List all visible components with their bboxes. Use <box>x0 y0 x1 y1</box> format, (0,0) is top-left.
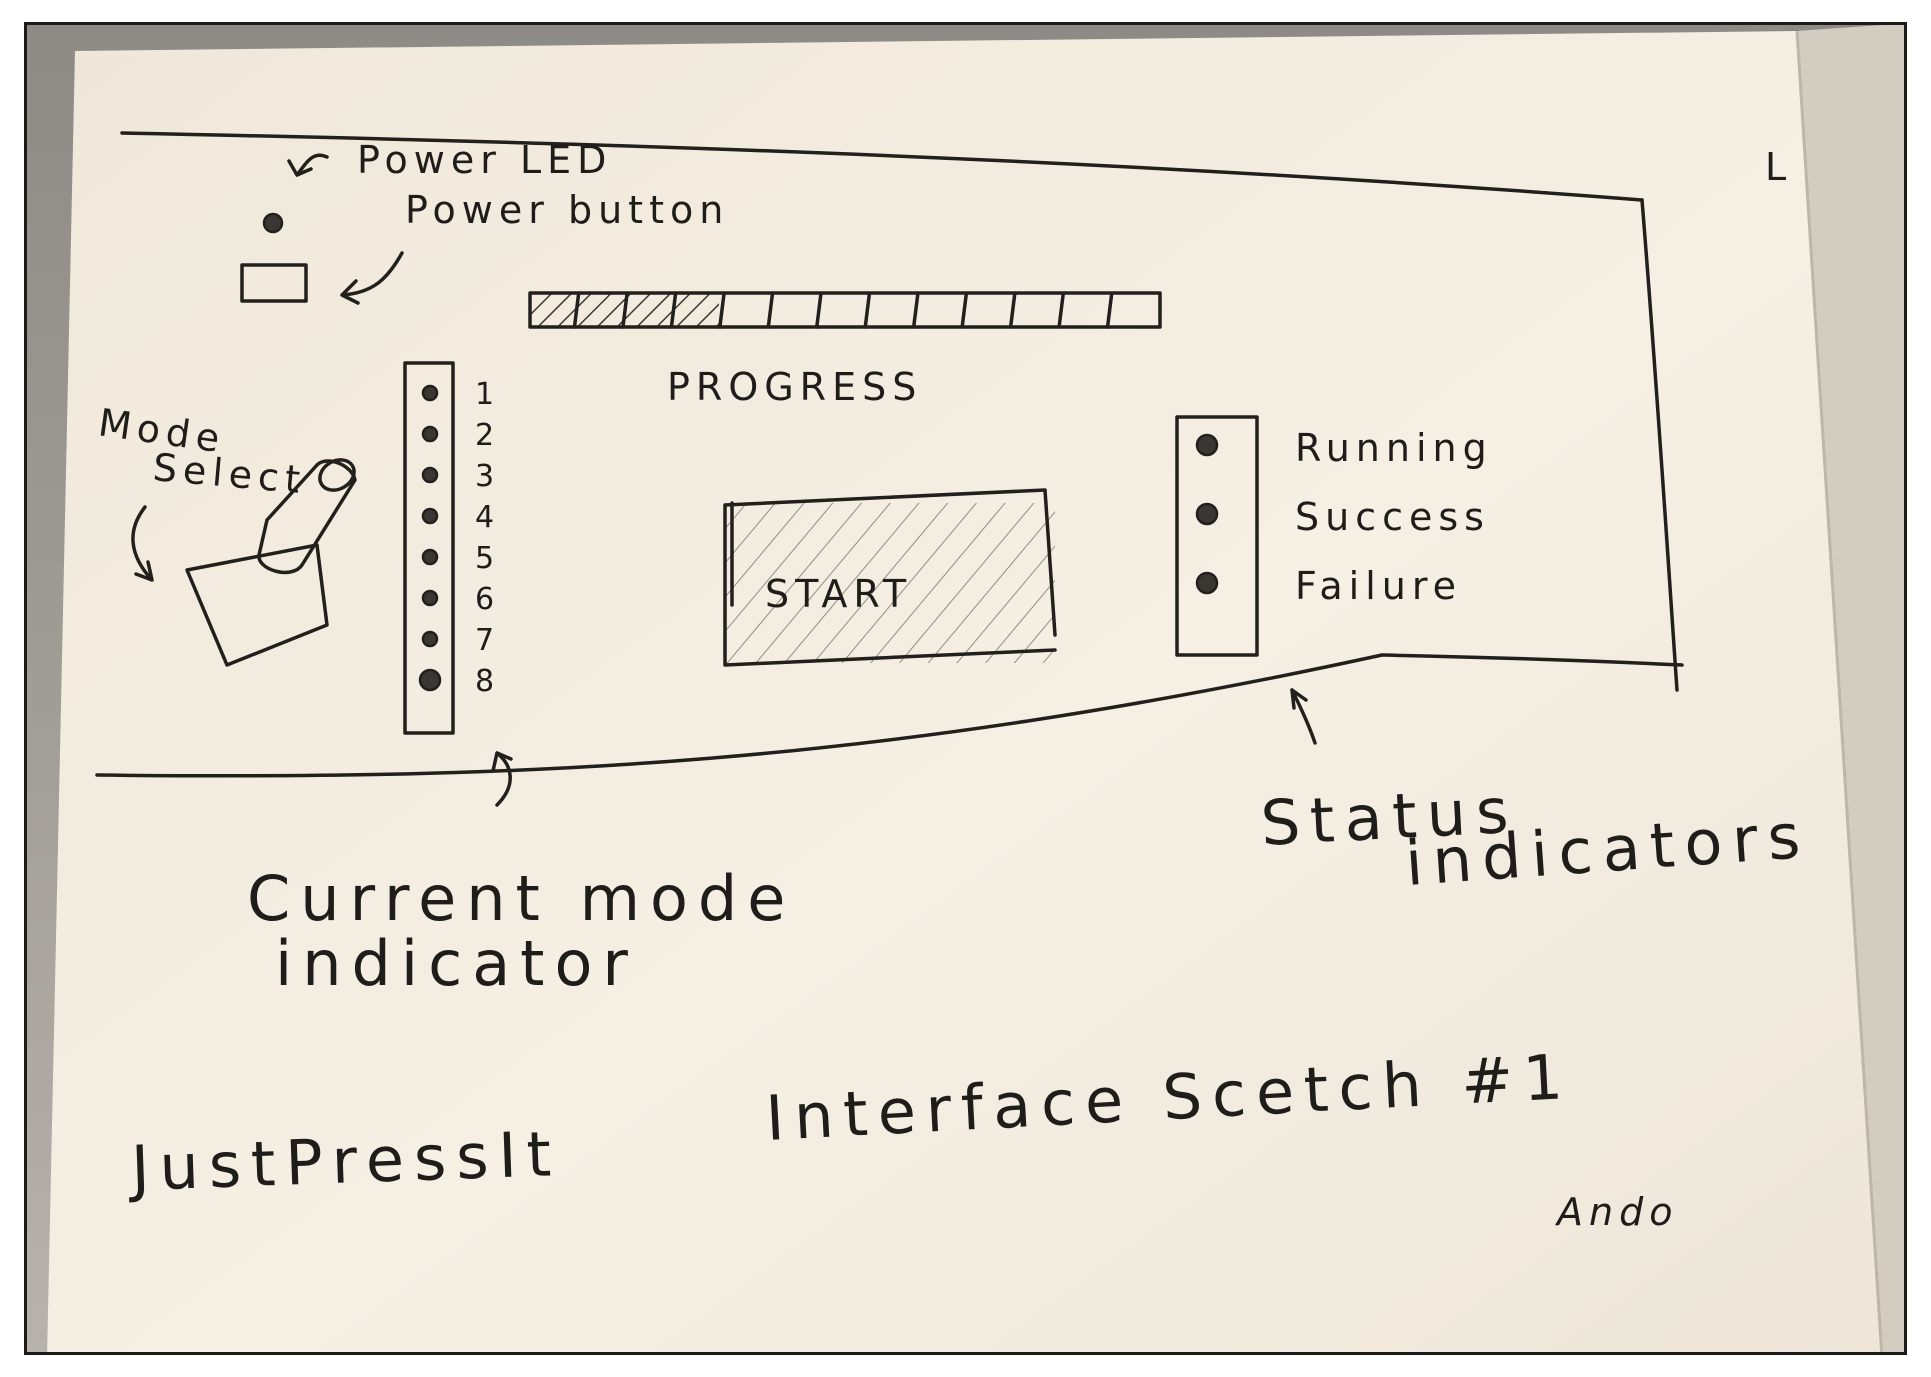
mode-number-4: 4 <box>475 500 497 535</box>
start-label: START <box>765 572 912 616</box>
progress-segment-line <box>815 293 823 329</box>
status-label-running: Running <box>1295 426 1493 470</box>
status-label-failure: Failure <box>1295 564 1462 608</box>
mode-number-3: 3 <box>475 459 497 494</box>
progress-segments <box>572 293 1114 329</box>
mode-led-2 <box>421 425 439 443</box>
mode-led-6 <box>421 589 439 607</box>
progress-segment-line <box>960 293 968 329</box>
current-mode-caption-1: Current mode <box>247 862 795 935</box>
progress-segment-line <box>1105 293 1114 329</box>
status-caption-1: Status <box>1259 774 1520 860</box>
mode-number-8: 8 <box>475 664 497 699</box>
mode-led-3 <box>421 466 439 484</box>
start-button[interactable]: START <box>723 488 1057 667</box>
progress-segment-line <box>766 293 775 329</box>
status-label-success: Success <box>1295 495 1490 539</box>
mode-select-knob[interactable] <box>185 454 360 667</box>
sketch-sheet: L Power LED Power button PROGRESS Mode S… <box>47 25 1904 1352</box>
mode-led-1 <box>421 384 439 402</box>
device-outline <box>95 131 1684 778</box>
status-led-success <box>1195 502 1219 526</box>
mode-led-5 <box>421 548 439 566</box>
sketch-photo-frame: L Power LED Power button PROGRESS Mode S… <box>24 22 1907 1355</box>
status-led-failure <box>1195 571 1219 595</box>
sketch-title-part-1: JustPressIt <box>126 1117 562 1205</box>
mode-led-4 <box>421 507 439 525</box>
current-mode-caption-2: indicator <box>275 927 638 1000</box>
corner-mark: L <box>1765 145 1792 189</box>
power-button-label: Power button <box>405 188 729 232</box>
progress-bar <box>528 291 1162 329</box>
progress-segment-line <box>621 293 629 329</box>
signature: Ando <box>1554 1190 1678 1234</box>
mode-led-8 <box>418 668 442 692</box>
mode-number-2: 2 <box>475 418 497 453</box>
progress-segment-line <box>572 293 581 329</box>
progress-segment-line <box>718 293 726 329</box>
progress-segment-line <box>911 293 920 329</box>
mode-number-1: 1 <box>475 377 497 412</box>
progress-segment-line <box>1008 293 1017 329</box>
paper-sheet <box>47 31 1882 1352</box>
progress-segment-line <box>669 293 678 329</box>
power-button[interactable] <box>240 263 308 303</box>
power-led-label: Power LED <box>357 138 612 182</box>
progress-segment-line <box>1057 293 1065 329</box>
current-mode-indicator: 1 2 3 4 5 6 7 8 <box>403 361 497 735</box>
progress-label: PROGRESS <box>667 365 922 409</box>
mode-number-5: 5 <box>475 541 497 576</box>
power-led <box>262 212 284 234</box>
progress-track <box>528 291 1162 329</box>
status-led-running <box>1195 433 1219 457</box>
mode-led-7 <box>421 630 439 648</box>
progress-segment-line <box>863 293 871 329</box>
mode-number-6: 6 <box>475 582 497 617</box>
paper-fold <box>1797 25 1904 1352</box>
mode-number-7: 7 <box>475 623 497 658</box>
